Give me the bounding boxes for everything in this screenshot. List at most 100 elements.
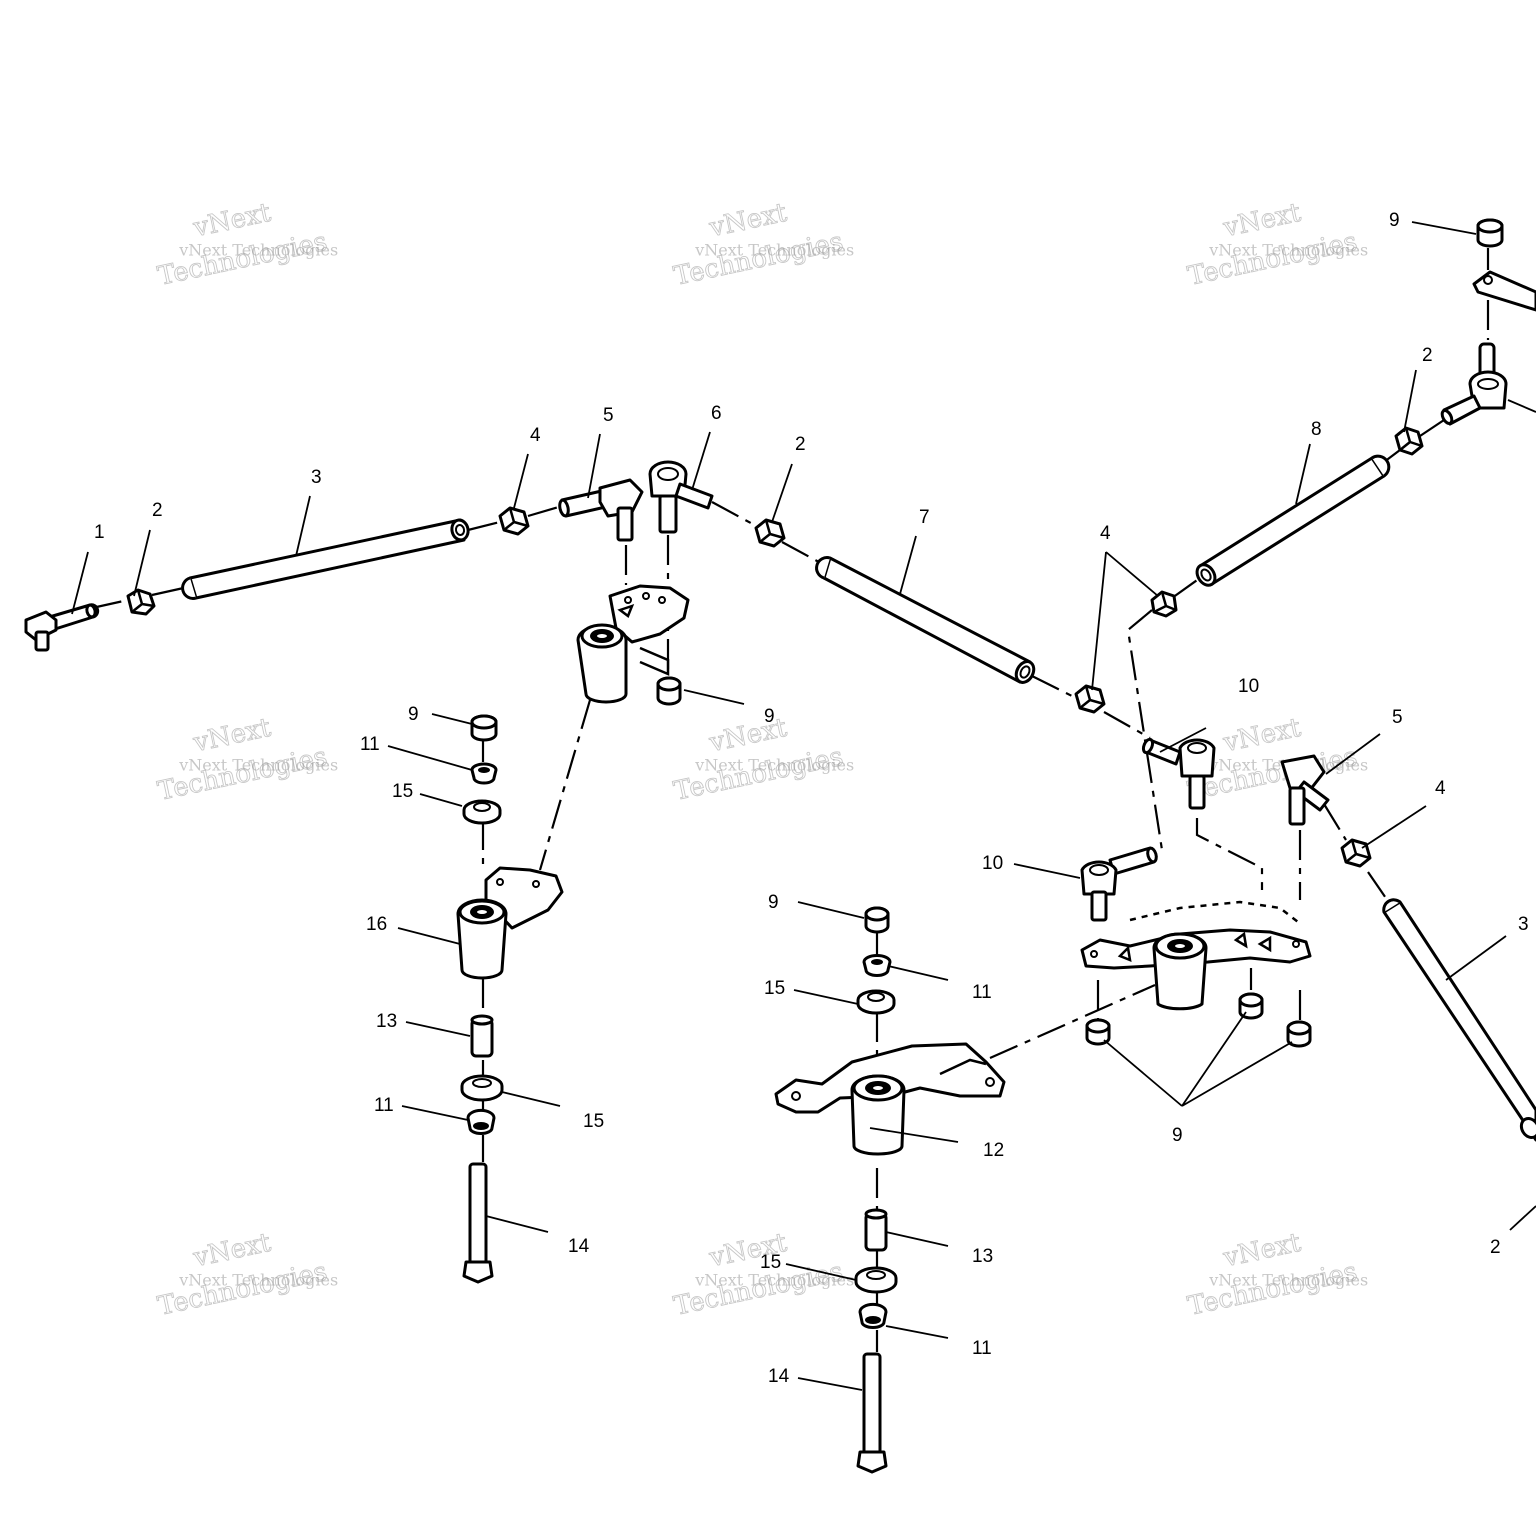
watermark-big-text: Technologies	[1185, 1257, 1360, 1322]
callout-2: 2	[795, 434, 806, 455]
callout-14: 14	[768, 1366, 790, 1387]
bolt-14-left	[462, 1162, 494, 1284]
callout-15: 15	[760, 1252, 781, 1273]
callout-10: 10	[982, 853, 1003, 874]
watermark-big-text: Technologies	[671, 227, 846, 292]
watermark-bottom-left: vNext vNext Technologies Technologies	[155, 1227, 338, 1322]
watermark-top-right: vNext vNext Technologies Technologies	[1185, 197, 1368, 292]
watermark-top-left: vNext vNext Technologies Technologies	[155, 197, 338, 292]
callout-5: 5	[603, 405, 614, 426]
jam-nut-2-center	[754, 518, 786, 548]
jam-nut-4-right	[1340, 838, 1372, 868]
pitman-arm-upper	[576, 584, 690, 704]
watermark-top-center: vNext vNext Technologies Technologies	[671, 197, 854, 292]
callout-9: 9	[1389, 210, 1400, 231]
tie-rod-end-1	[24, 603, 100, 652]
watermark-big-text: Technologies	[155, 742, 330, 807]
tie-rod-3-left	[181, 518, 470, 600]
watermark-big-text: Technologies	[1185, 227, 1360, 292]
callout-9: 9	[1172, 1125, 1183, 1146]
tie-rod-end-5-right	[1280, 754, 1330, 826]
bushing-11-left-top	[470, 762, 498, 785]
callout-4: 4	[1100, 523, 1111, 544]
watermark-big-text: Technologies	[155, 1257, 330, 1322]
watermark-top-word: vNext	[1220, 198, 1304, 244]
callout-8: 8	[1311, 419, 1322, 440]
watermark-top-word: vNext	[190, 713, 274, 759]
tie-rod-end-10-lower	[1080, 846, 1158, 922]
callout-9: 9	[408, 704, 419, 725]
callout-2: 2	[152, 500, 163, 521]
callout-15: 15	[583, 1111, 604, 1132]
washer-15-left-bottom	[460, 1074, 504, 1102]
callout-13: 13	[972, 1246, 993, 1267]
callout-labels: 1 2 3 4 5 6 2 7 4 8 2 9 9 9 11 15 16 13 …	[94, 210, 1529, 1387]
jam-nut-4-left	[498, 506, 530, 536]
callout-13: 13	[376, 1011, 397, 1032]
watermark-top-word: vNext	[706, 713, 790, 759]
watermark-top-word: vNext	[1220, 713, 1304, 759]
watermark-big-text: Technologies	[671, 742, 846, 807]
callout-4: 4	[1435, 778, 1446, 799]
idler-arm-12	[774, 1042, 1006, 1156]
lock-nut-9-right-a	[1085, 1018, 1111, 1046]
lock-nut-9-center	[864, 906, 890, 934]
callout-4: 4	[530, 425, 541, 446]
callout-7: 7	[919, 507, 930, 528]
steering-arm-upper-right	[1472, 270, 1536, 312]
callout-9: 9	[768, 892, 779, 913]
callout-1: 1	[94, 522, 105, 543]
assembly-centerlines	[91, 248, 1490, 1352]
watermark-small-text: vNext Technologies	[178, 240, 338, 259]
jam-nut-2-left	[126, 588, 156, 616]
tie-rod-end-6	[648, 460, 714, 534]
watermark-small-text: vNext Technologies	[1208, 240, 1368, 259]
bushing-11-center-bottom	[858, 1302, 888, 1329]
bushing-11-center-top	[862, 954, 892, 977]
jam-nut-4-upper	[1150, 590, 1178, 618]
callout-11: 11	[360, 734, 380, 755]
jam-nut-2-right	[1394, 426, 1424, 456]
watermark-mid-center: vNext vNext Technologies Technologies	[671, 712, 854, 807]
watermark-top-word: vNext	[190, 1228, 274, 1274]
watermark-small-text: vNext Technologies	[1208, 1270, 1368, 1289]
callout-3: 3	[1518, 914, 1529, 935]
callout-11: 11	[972, 1338, 992, 1359]
callout-15: 15	[764, 978, 785, 999]
tie-rod-end-10-upper	[1141, 737, 1216, 810]
spacer-13-center	[864, 1208, 888, 1252]
watermark-bottom-right: vNext vNext Technologies Technologies	[1185, 1227, 1368, 1322]
callout-5: 5	[1392, 707, 1403, 728]
callout-11: 11	[374, 1095, 394, 1116]
spacer-13-left	[470, 1014, 494, 1058]
watermark-big-text: Technologies	[671, 1257, 846, 1322]
callout-9: 9	[764, 706, 775, 727]
jam-nut-9-pitman	[656, 676, 682, 706]
bushing-11-left-bottom	[466, 1108, 496, 1135]
tie-rod-end-upper-right	[1440, 342, 1508, 426]
jam-nut-4-center	[1074, 684, 1106, 714]
callout-14: 14	[568, 1236, 590, 1257]
callout-2: 2	[1490, 1237, 1501, 1258]
tie-rod-end-5-left	[558, 478, 644, 542]
watermark-small-text: vNext Technologies	[694, 240, 854, 259]
callout-12: 12	[983, 1140, 1004, 1161]
callout-11: 11	[972, 982, 992, 1003]
watermark-mid-left: vNext vNext Technologies Technologies	[155, 712, 338, 807]
callout-16: 16	[366, 914, 387, 935]
steering-arm-16	[456, 866, 564, 980]
jam-nut-9-upper-right	[1476, 218, 1504, 248]
washer-15-center-bottom	[854, 1266, 898, 1294]
lock-nut-9-left	[470, 714, 498, 742]
callout-2: 2	[1422, 345, 1433, 366]
tie-rod-3-right	[1382, 898, 1536, 1142]
tie-rod-7-center	[815, 556, 1036, 684]
watermark-small-text: vNext Technologies	[178, 755, 338, 774]
watermark-small-text: vNext Technologies	[694, 755, 854, 774]
watermark-small-text: vNext Technologies	[694, 1270, 854, 1289]
washer-15-center-top	[856, 989, 896, 1015]
washer-15-left-top	[462, 799, 502, 825]
lock-nut-9-right-c	[1286, 1020, 1312, 1048]
watermark-top-word: vNext	[706, 198, 790, 244]
watermark-big-text: Technologies	[155, 227, 330, 292]
